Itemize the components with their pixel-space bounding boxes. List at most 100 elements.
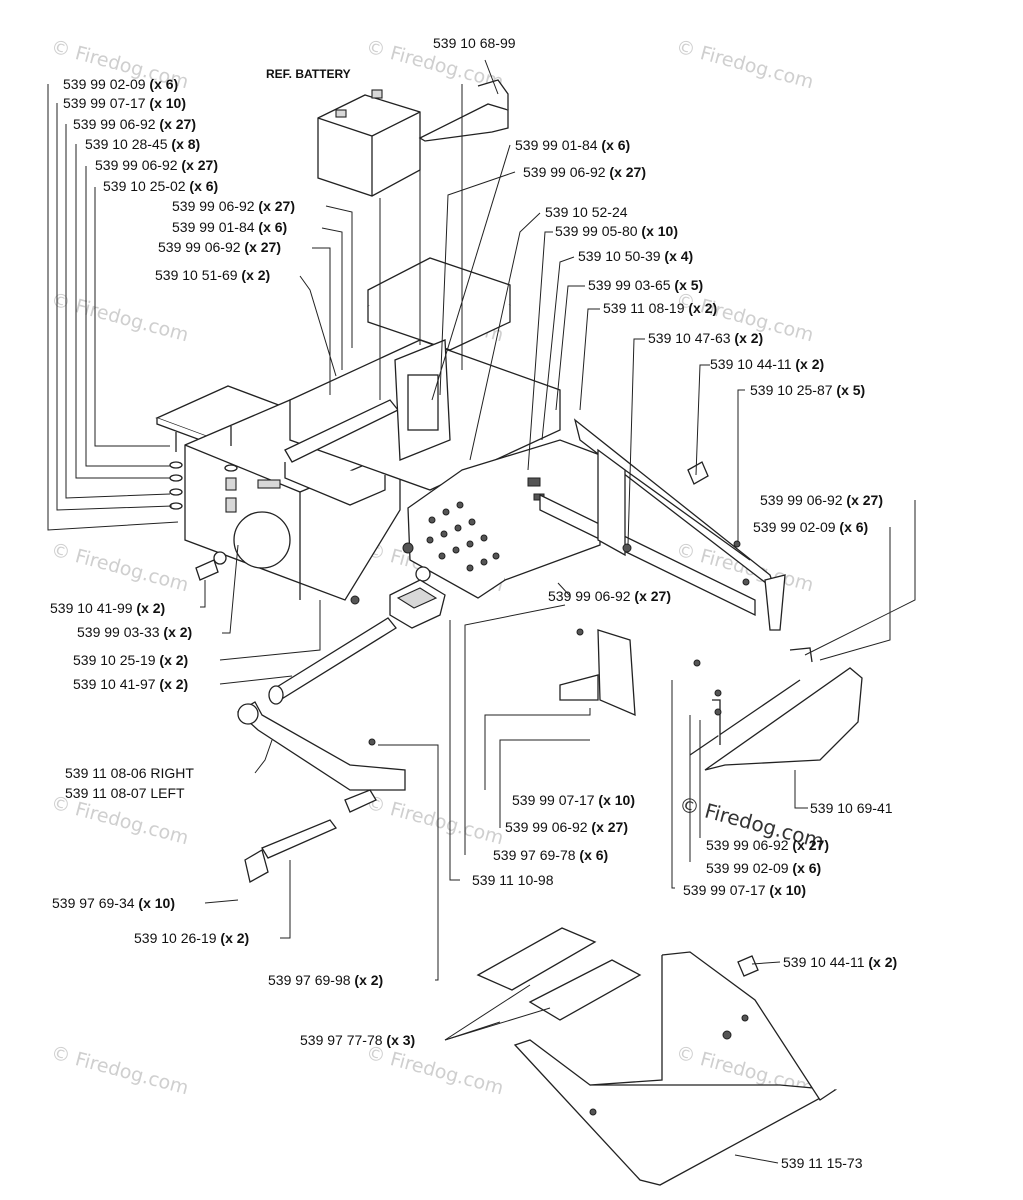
- watermark: © Firedog.com: [674, 36, 816, 94]
- part-qty: (x 27): [792, 837, 829, 853]
- part-label: 539 10 41-97 (x 2): [73, 676, 188, 692]
- part-number: 539 11 10-98: [472, 872, 554, 888]
- part-number: 539 99 01-84: [172, 219, 255, 235]
- part-qty: (x 5): [836, 382, 865, 398]
- part-number: 539 99 06-92: [523, 164, 606, 180]
- part-number: 539 99 05-80: [555, 223, 638, 239]
- watermark: © Firedog.com: [49, 289, 191, 347]
- part-qty: (x 10): [769, 882, 806, 898]
- pivot-block: [389, 579, 446, 629]
- part-label: 539 99 01-84 (x 6): [515, 137, 630, 153]
- part-qty: (x 27): [258, 198, 295, 214]
- part-number: 539 99 06-92: [706, 837, 789, 853]
- ref-battery-label: REF. BATTERY: [266, 67, 351, 81]
- part-number: 539 99 06-92: [505, 819, 588, 835]
- part-number: 539 10 26-19: [134, 930, 217, 946]
- part-number: 539 10 44-11: [783, 954, 865, 970]
- part-label: 539 11 10-98: [472, 872, 554, 888]
- part-label: 539 10 26-19 (x 2): [134, 930, 249, 946]
- part-label: 539 11 08-06 RIGHT: [65, 765, 194, 781]
- right-cover: [689, 647, 863, 771]
- part-number: 539 99 07-17: [683, 882, 766, 898]
- part-qty: (x 6): [601, 137, 630, 153]
- part-qty: (x 10): [641, 223, 678, 239]
- part-label: 539 99 01-84 (x 6): [172, 219, 287, 235]
- part-qty: (x 2): [734, 330, 763, 346]
- part-label: 539 10 68-99: [433, 35, 516, 51]
- watermark: © Firedog.com: [49, 539, 191, 597]
- part-qty: (x 2): [868, 954, 897, 970]
- part-number: 539 97 69-78: [493, 847, 576, 863]
- part-label: 539 11 15-73: [781, 1155, 863, 1171]
- part-number: 539 99 02-09: [63, 76, 146, 92]
- part-label: 539 99 03-33 (x 2): [77, 624, 192, 640]
- console-holes: [402, 501, 500, 572]
- part-qty: (x 8): [171, 136, 200, 152]
- part-label: 539 99 06-92 (x 27): [505, 819, 628, 835]
- part-qty: (x 10): [598, 792, 635, 808]
- part-label: 539 97 69-34 (x 10): [52, 895, 175, 911]
- part-label: 539 10 52-24: [545, 204, 628, 220]
- part-number: 539 11 08-06 RIGHT: [65, 765, 194, 781]
- axle-tube: [268, 617, 397, 705]
- part-number: 539 99 07-17: [512, 792, 595, 808]
- watermark: © Firedog.com: [364, 792, 506, 850]
- part-label: 539 99 06-92 (x 27): [706, 837, 829, 853]
- part-qty: (x 2): [241, 267, 270, 283]
- part-qty: (x 10): [138, 895, 175, 911]
- part-qty: (x 3): [386, 1032, 415, 1048]
- part-number: 539 11 08-19: [603, 300, 685, 316]
- part-qty: (x 2): [163, 624, 192, 640]
- part-qty: (x 6): [579, 847, 608, 863]
- part-number: 539 99 06-92: [95, 157, 178, 173]
- floor-pan: [513, 951, 838, 1186]
- part-label: 539 10 25-87 (x 5): [750, 382, 865, 398]
- part-label: 539 99 06-92 (x 27): [760, 492, 883, 508]
- part-qty: (x 2): [688, 300, 717, 316]
- part-qty: (x 6): [258, 219, 287, 235]
- small-knob-right: [687, 461, 750, 586]
- part-label: 539 99 06-92 (x 27): [548, 588, 671, 604]
- part-number: 539 10 68-99: [433, 35, 516, 51]
- leader-lines: [47, 59, 916, 1164]
- part-qty: (x 2): [136, 600, 165, 616]
- part-number: 539 97 69-98: [268, 972, 351, 988]
- decals: [476, 927, 642, 1021]
- part-label: 539 11 08-19 (x 2): [603, 300, 717, 316]
- part-qty: (x 2): [159, 676, 188, 692]
- part-label: 539 99 06-92 (x 27): [73, 116, 196, 132]
- part-qty: (x 6): [149, 76, 178, 92]
- part-number: 539 10 28-45: [85, 136, 168, 152]
- part-label: 539 99 02-09 (x 6): [753, 519, 868, 535]
- part-label: 539 99 07-17 (x 10): [683, 882, 806, 898]
- part-label: 539 10 25-19 (x 2): [73, 652, 188, 668]
- part-qty: (x 2): [159, 652, 188, 668]
- part-qty: (x 27): [244, 239, 281, 255]
- part-label: 539 10 25-02 (x 6): [103, 178, 218, 194]
- watermark: © Firedog.com: [364, 1042, 506, 1100]
- part-number: 539 99 03-65: [588, 277, 671, 293]
- part-number: 539 10 50-39: [578, 248, 661, 264]
- part-number: 539 99 01-84: [515, 137, 598, 153]
- part-number: 539 97 69-34: [52, 895, 135, 911]
- part-number: 539 99 02-09: [753, 519, 836, 535]
- part-number: 539 10 25-02: [103, 178, 186, 194]
- part-qty: (x 27): [181, 157, 218, 173]
- part-label: 539 10 50-39 (x 4): [578, 248, 693, 264]
- part-number: 539 10 47-63: [648, 330, 731, 346]
- part-label: 539 99 06-92 (x 27): [158, 239, 281, 255]
- part-number: 539 99 06-92: [158, 239, 241, 255]
- part-labels: REF. BATTERY 539 10 68-99 539 99 02-09 (…: [50, 35, 897, 1171]
- part-label: 539 11 08-07 LEFT: [65, 785, 185, 801]
- part-number: 539 97 77-78: [300, 1032, 383, 1048]
- main-frame: [155, 339, 786, 717]
- part-number: 539 10 41-97: [73, 676, 156, 692]
- battery: [317, 89, 421, 197]
- part-number: 539 99 06-92: [548, 588, 631, 604]
- part-label: 539 97 77-78 (x 3): [300, 1032, 415, 1048]
- part-label: 539 99 06-92 (x 27): [95, 157, 218, 173]
- part-label: 539 99 06-92 (x 27): [523, 164, 646, 180]
- part-label: 539 97 69-78 (x 6): [493, 847, 608, 863]
- part-qty: (x 2): [220, 930, 249, 946]
